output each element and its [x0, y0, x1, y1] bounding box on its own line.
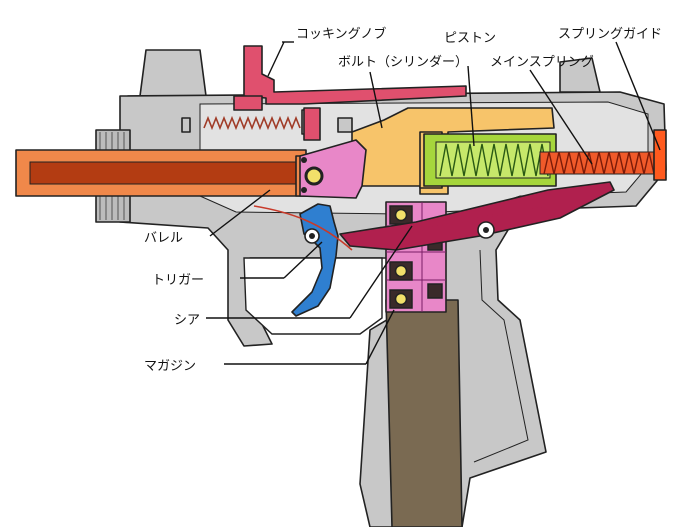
label-magazine: マガジン [144, 359, 196, 374]
label-piston: ピストン [444, 31, 496, 46]
cocking-knob [203, 45, 467, 141]
piston [423, 133, 557, 187]
label-sear: シア [174, 313, 200, 328]
cocking-spring [203, 115, 301, 131]
sear [339, 181, 615, 251]
hop-up-chamber [299, 139, 367, 199]
label-barrel: バレル [144, 231, 183, 246]
trigger [253, 203, 353, 317]
label-main-spring: メインスプリング [490, 55, 594, 70]
main-spring [539, 151, 665, 175]
spring-guide [653, 129, 667, 181]
label-cocking-knob: コッキングノブ [296, 26, 386, 42]
label-bolt: ボルト（シリンダー） [338, 55, 468, 70]
label-spring-guide: スプリングガイド [558, 27, 662, 42]
leader-lines [206, 41, 661, 365]
magazine-body [385, 299, 463, 527]
label-trigger: トリガー [152, 273, 204, 288]
